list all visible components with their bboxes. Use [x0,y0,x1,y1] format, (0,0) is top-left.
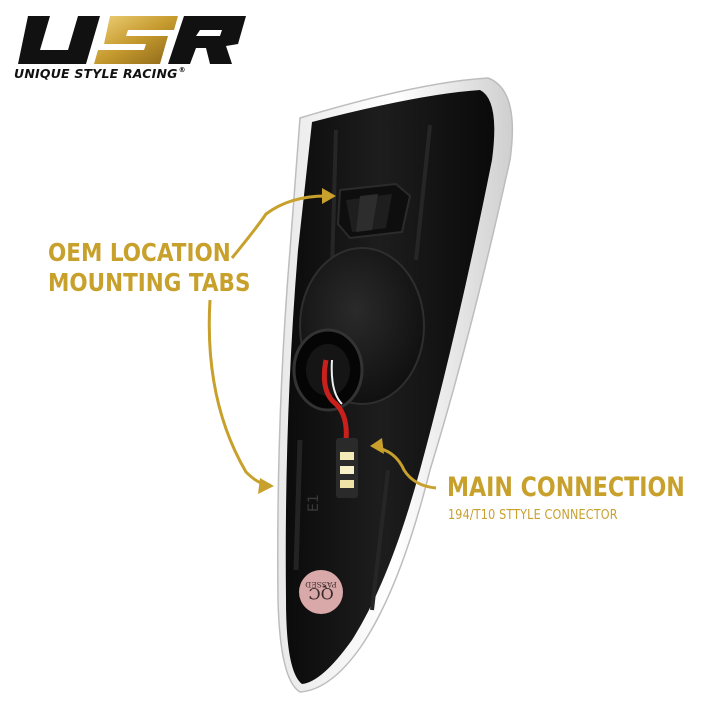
main-connection-callout: MAIN CONNECTION [447,472,685,503]
upper-mounting-tab [336,182,412,240]
t10-connector [336,438,358,498]
oem-callout-line2: MOUNTING TABS [48,268,251,297]
logo-tagline: UNIQUE STYLE RACING® [14,66,186,81]
qc-text: QC [308,584,333,603]
callout-arrows [207,194,437,490]
wire [321,359,349,441]
oem-callout-line1: OEM LOCATION [48,238,231,267]
housing-marking: E1 [306,494,322,512]
qc-passed-text: PASSED [305,580,336,589]
arrowheads [258,188,384,494]
qc-passed-sticker: QC PASSED [299,570,343,614]
usr-logo [18,16,246,64]
oem-mounting-tabs-callout: OEM LOCATION MOUNTING TABS [48,238,250,298]
main-connection-subtitle: 194/T10 STTYLE CONNECTOR [448,508,618,523]
